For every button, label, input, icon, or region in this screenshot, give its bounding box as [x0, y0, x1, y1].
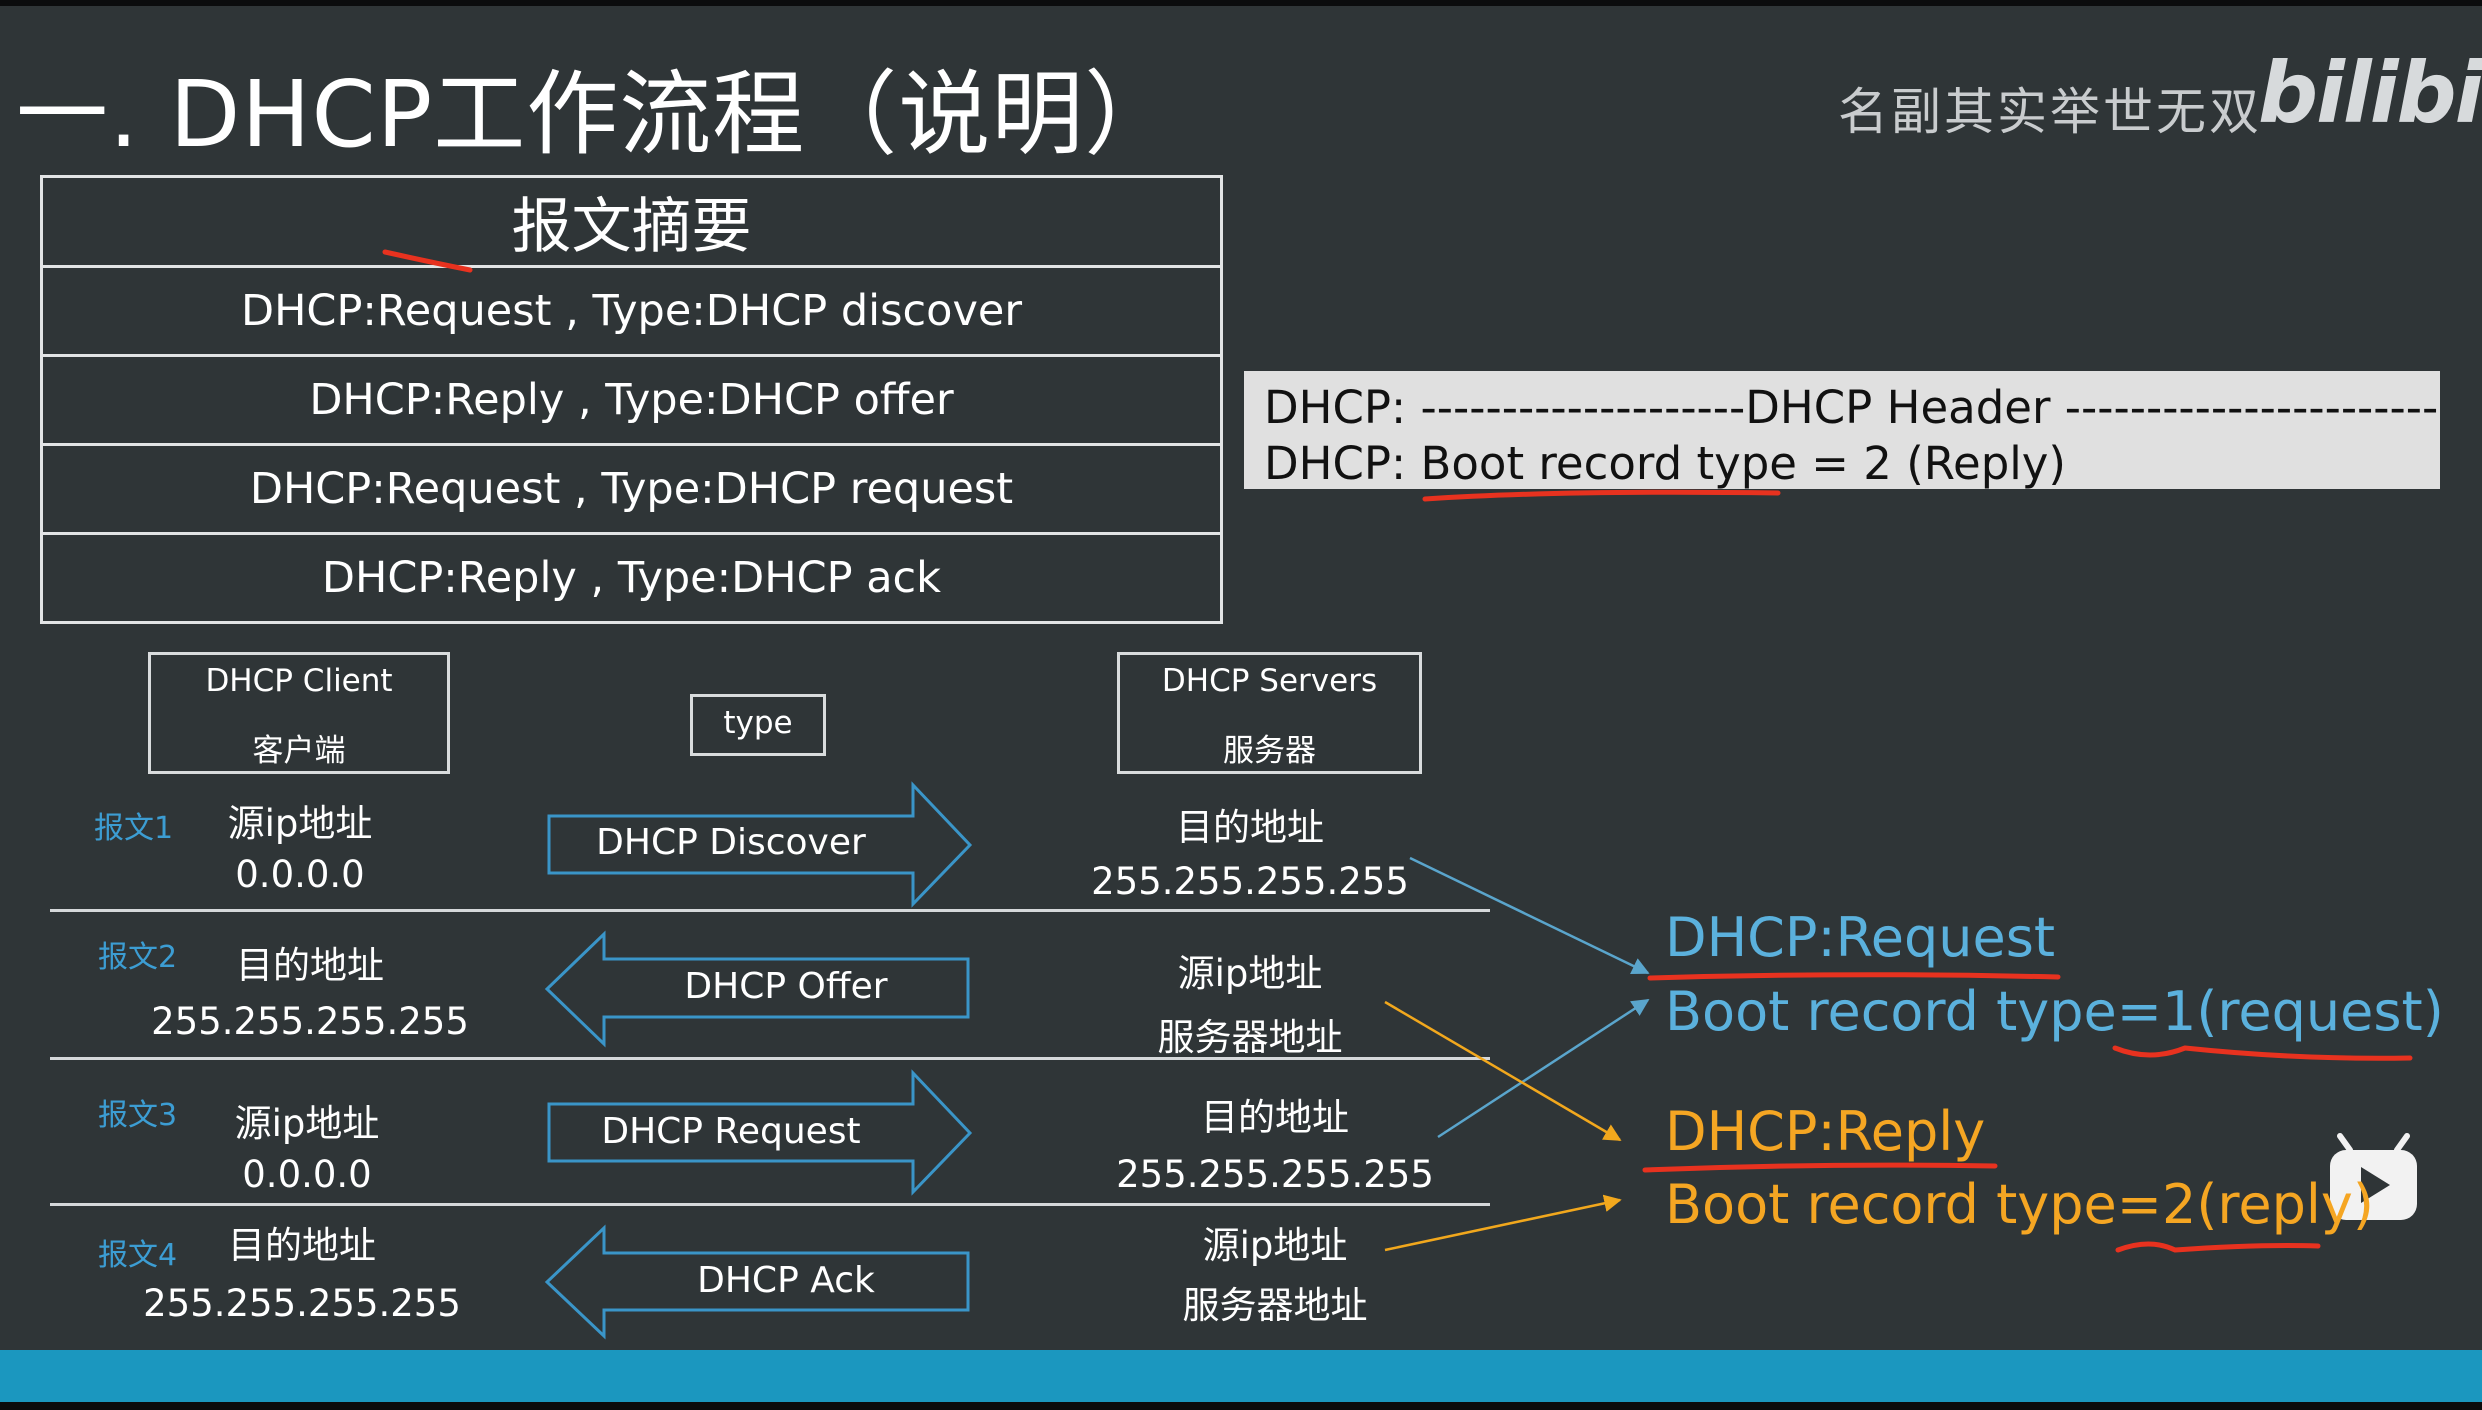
request-boot-type: Boot record type=1(request) — [1665, 980, 2444, 1043]
message-left-label: 目的地址 — [228, 1224, 376, 1267]
ink-underline — [2112, 1045, 2413, 1061]
type-box: type — [690, 694, 826, 756]
reply-boot-type: Boot record type=2(reply) — [1665, 1173, 2374, 1236]
play-icon — [2330, 1133, 2417, 1220]
divider — [50, 1203, 1490, 1206]
client-box: DHCP Client 客户端 — [148, 652, 450, 774]
ink-underline — [2115, 1241, 2321, 1253]
footer-bar — [0, 1350, 2482, 1402]
boot-record-line: DHCP: Boot record type = 2 (Reply) — [1264, 437, 2066, 489]
summary-row: DHCP:Reply , Type:DHCP ack — [40, 532, 1223, 624]
arrow-label: DHCP Discover — [596, 822, 866, 863]
message-right-value: 255.255.255.255 — [1116, 1153, 1434, 1196]
slide-title: 一. DHCP工作流程（说明） — [16, 61, 1178, 168]
message-left-label: 源ip地址 — [234, 1102, 380, 1145]
client-label-cn: 客户端 — [252, 733, 346, 769]
message-right-value: 服务器地址 — [1157, 1016, 1343, 1059]
arrow-left-shape — [544, 1224, 970, 1340]
request-title: DHCP:Request — [1665, 906, 2055, 969]
summary-table-header: 报文摘要 — [40, 175, 1223, 268]
dhcp-header-box: DHCP: --------------------DHCP Header --… — [1244, 371, 2440, 489]
divider — [50, 1057, 1490, 1060]
reply-title: DHCP:Reply — [1665, 1100, 1986, 1163]
ink-underline — [1642, 1162, 1998, 1173]
connector-line — [1384, 1000, 1622, 1142]
summary-row: DHCP:Reply , Type:DHCP offer — [40, 354, 1223, 446]
arrow-label: DHCP Offer — [684, 966, 888, 1007]
connector-line — [1384, 1194, 1622, 1252]
summary-table: 报文摘要 DHCP:Request , Type:DHCP discover D… — [40, 175, 1223, 624]
arrow-right-shape — [547, 1069, 973, 1196]
connector-line — [1409, 856, 1650, 975]
top-border — [0, 0, 2482, 6]
client-label: DHCP Client — [205, 663, 393, 699]
message-right-value: 255.255.255.255 — [1091, 860, 1409, 903]
server-box: DHCP Servers 服务器 — [1117, 652, 1422, 774]
arrow-left-shape — [544, 930, 970, 1048]
connector-line — [1437, 998, 1650, 1139]
message-right-label: 源ip地址 — [1177, 952, 1323, 995]
message-right-label: 目的地址 — [1201, 1096, 1349, 1139]
bottom-border — [0, 1402, 2482, 1410]
message-left-value: 255.255.255.255 — [143, 1282, 461, 1325]
summary-row: DHCP:Request , Type:DHCP discover — [40, 265, 1223, 357]
message-tag: 报文1 — [94, 811, 174, 846]
watermark-slogan: 名副其实举世无双 — [1838, 83, 2262, 141]
message-left-label: 源ip地址 — [227, 802, 373, 845]
message-tag: 报文3 — [98, 1098, 178, 1133]
message-left-label: 目的地址 — [236, 944, 384, 987]
message-left-value: 255.255.255.255 — [151, 1000, 469, 1043]
ink-underline — [1422, 489, 1781, 502]
arrow-label: DHCP Request — [601, 1111, 861, 1152]
message-tag: 报文2 — [98, 940, 178, 975]
bilibili-logo: bilibili — [2258, 44, 2482, 142]
message-tag: 报文4 — [98, 1238, 178, 1273]
arrow-label: DHCP Ack — [697, 1260, 875, 1301]
message-right-value: 服务器地址 — [1182, 1284, 1368, 1327]
message-right-label: 源ip地址 — [1202, 1224, 1348, 1267]
message-right-label: 目的地址 — [1176, 806, 1324, 849]
message-left-value: 0.0.0.0 — [242, 1153, 372, 1196]
divider — [50, 909, 1490, 912]
ink-underline — [382, 249, 473, 273]
dhcp-header-line: DHCP: --------------------DHCP Header --… — [1264, 381, 2440, 434]
summary-row: DHCP:Request , Type:DHCP request — [40, 443, 1223, 535]
message-left-value: 0.0.0.0 — [235, 853, 365, 896]
type-label: type — [723, 705, 793, 741]
arrow-right-shape — [547, 781, 973, 908]
ink-underline — [1647, 972, 2061, 981]
server-label: DHCP Servers — [1161, 663, 1378, 699]
server-label-cn: 服务器 — [1223, 733, 1316, 769]
